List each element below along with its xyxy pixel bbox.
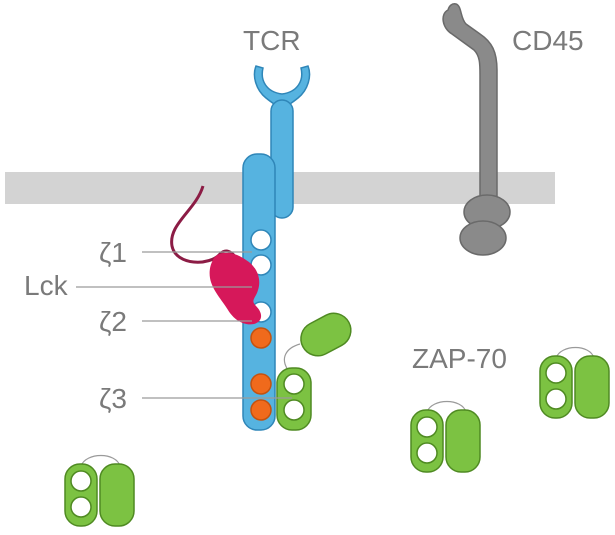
zeta3-label: ζ3 xyxy=(99,383,127,414)
zap70-linker xyxy=(283,343,301,371)
cd45-phosphatase-domain-2 xyxy=(459,220,507,256)
zap70-free-1-sh2-b xyxy=(416,442,438,464)
tcr-binding-cup xyxy=(253,65,311,111)
zap70-free-3 xyxy=(64,454,135,527)
zap70-free-2-kinase xyxy=(574,355,610,419)
zap70-docking xyxy=(283,312,352,371)
lck-label: Lck xyxy=(24,270,69,301)
zap70-sh2-a xyxy=(283,373,305,395)
zap70-sh2-b xyxy=(283,399,305,421)
zap70-free-2-sh2-a xyxy=(545,362,567,384)
zap70-free-1 xyxy=(410,400,481,473)
zap70-free-1-sh2-a xyxy=(416,416,438,438)
cd45-receptor xyxy=(442,3,511,256)
zap70-free-1-kinase xyxy=(445,409,481,473)
tcr-label: TCR xyxy=(243,25,301,56)
zeta2-label: ζ2 xyxy=(99,306,127,337)
cd45-label: CD45 xyxy=(512,25,584,56)
zap70-free-3-kinase xyxy=(99,463,135,527)
zap70-label: ZAP-70 xyxy=(412,343,507,374)
itam-zeta2-b xyxy=(250,327,272,349)
tcr-complex xyxy=(242,65,311,431)
itam-zeta3-a xyxy=(250,373,272,395)
lck-membrane-anchor xyxy=(170,185,238,264)
zap70-free-2 xyxy=(539,346,610,419)
itam-zeta1-a xyxy=(250,229,272,251)
zap70-kinase-domain-docked xyxy=(300,312,352,357)
zap70-free-3-sh2-b xyxy=(70,496,92,518)
leader-lines xyxy=(76,251,292,399)
lck-kinase xyxy=(170,185,262,325)
zap70-free-2-sh2-b xyxy=(545,388,567,410)
lck-body xyxy=(209,252,262,325)
zeta1-label: ζ1 xyxy=(99,237,127,268)
zap70-free-3-hinge xyxy=(80,454,121,467)
itam-zeta3-b xyxy=(250,399,272,421)
zap70-bound xyxy=(276,367,312,431)
zap70-free-1-hinge xyxy=(426,400,467,413)
zap70-free-2-hinge xyxy=(555,346,595,359)
zap70-free-3-sh2-a xyxy=(70,470,92,492)
